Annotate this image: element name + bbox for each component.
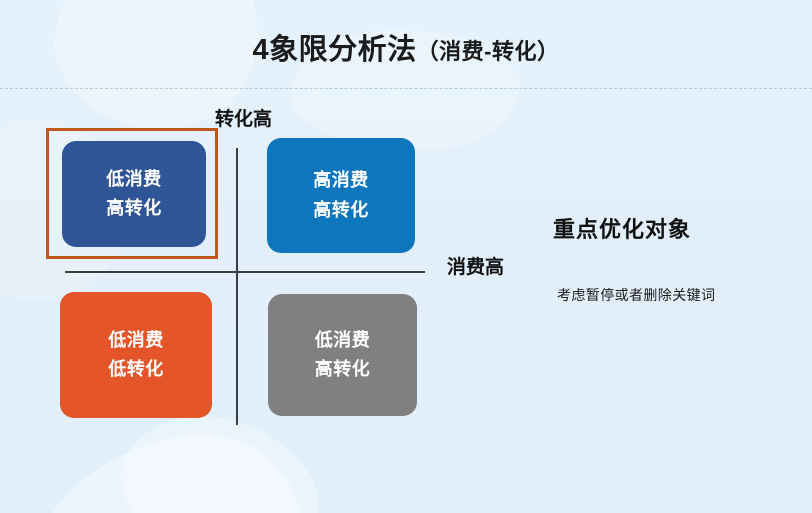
- quadrant-low-spend-low-conversion[interactable]: 低消费 低转化: [60, 292, 212, 418]
- quadrant-label-line1: 低消费: [108, 329, 164, 350]
- quadrant-high-spend-high-conversion[interactable]: 高消费 高转化: [267, 138, 415, 253]
- slide-header: 4象限分析法（消费-转化）: [0, 0, 812, 88]
- quadrant-label-line2: 低转化: [108, 359, 164, 379]
- page-title-sub: （消费-转化）: [416, 39, 560, 64]
- quadrant-label-line2: 高转化: [314, 359, 371, 379]
- background-blob-bottom-left-1: [23, 411, 317, 513]
- quadrant-label-line1: 低消费: [106, 168, 162, 189]
- note-subtext: 考虑暂停或者删除关键词: [557, 287, 716, 303]
- axis-label-spend-high: 消费高: [447, 257, 505, 278]
- quadrant-label-line1: 低消费: [314, 329, 371, 350]
- horizontal-axis-line: [65, 271, 425, 273]
- note-heading: 重点优化对象: [553, 217, 692, 242]
- quadrant-label-line1: 高消费: [313, 170, 369, 191]
- header-divider: [0, 88, 812, 89]
- page-title-main: 4象限分析法: [252, 34, 417, 66]
- axis-label-conversion-high: 转化高: [215, 109, 273, 130]
- quadrant-label-line2: 高转化: [313, 199, 369, 220]
- quadrant-label-line2: 高转化: [106, 198, 162, 218]
- quadrant-low-spend-high-conversion-gray[interactable]: 低消费 高转化: [268, 294, 417, 416]
- vertical-axis-line: [236, 148, 238, 425]
- quadrant-low-spend-high-conversion[interactable]: 低消费 高转化: [62, 141, 206, 247]
- page-title: 4象限分析法（消费-转化）: [0, 26, 812, 68]
- highlight-frame: [46, 128, 218, 259]
